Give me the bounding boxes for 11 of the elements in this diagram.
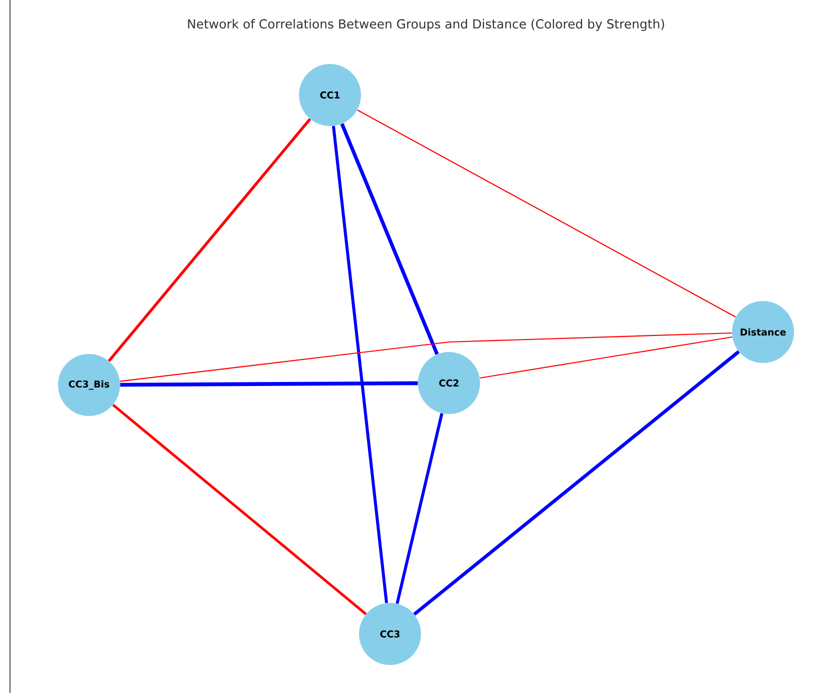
edge-line <box>340 123 439 355</box>
edge-line <box>357 110 736 318</box>
edge-line <box>112 404 367 616</box>
edge-line <box>413 350 740 616</box>
edge-line <box>396 413 444 604</box>
edge-line <box>480 336 732 379</box>
edge-line <box>332 126 388 604</box>
edge-line <box>120 381 418 387</box>
edge-line <box>108 118 312 362</box>
edge-line <box>120 332 732 382</box>
chart-title: Network of Correlations Between Groups and Distance (Colored by Strength) <box>188 18 664 32</box>
